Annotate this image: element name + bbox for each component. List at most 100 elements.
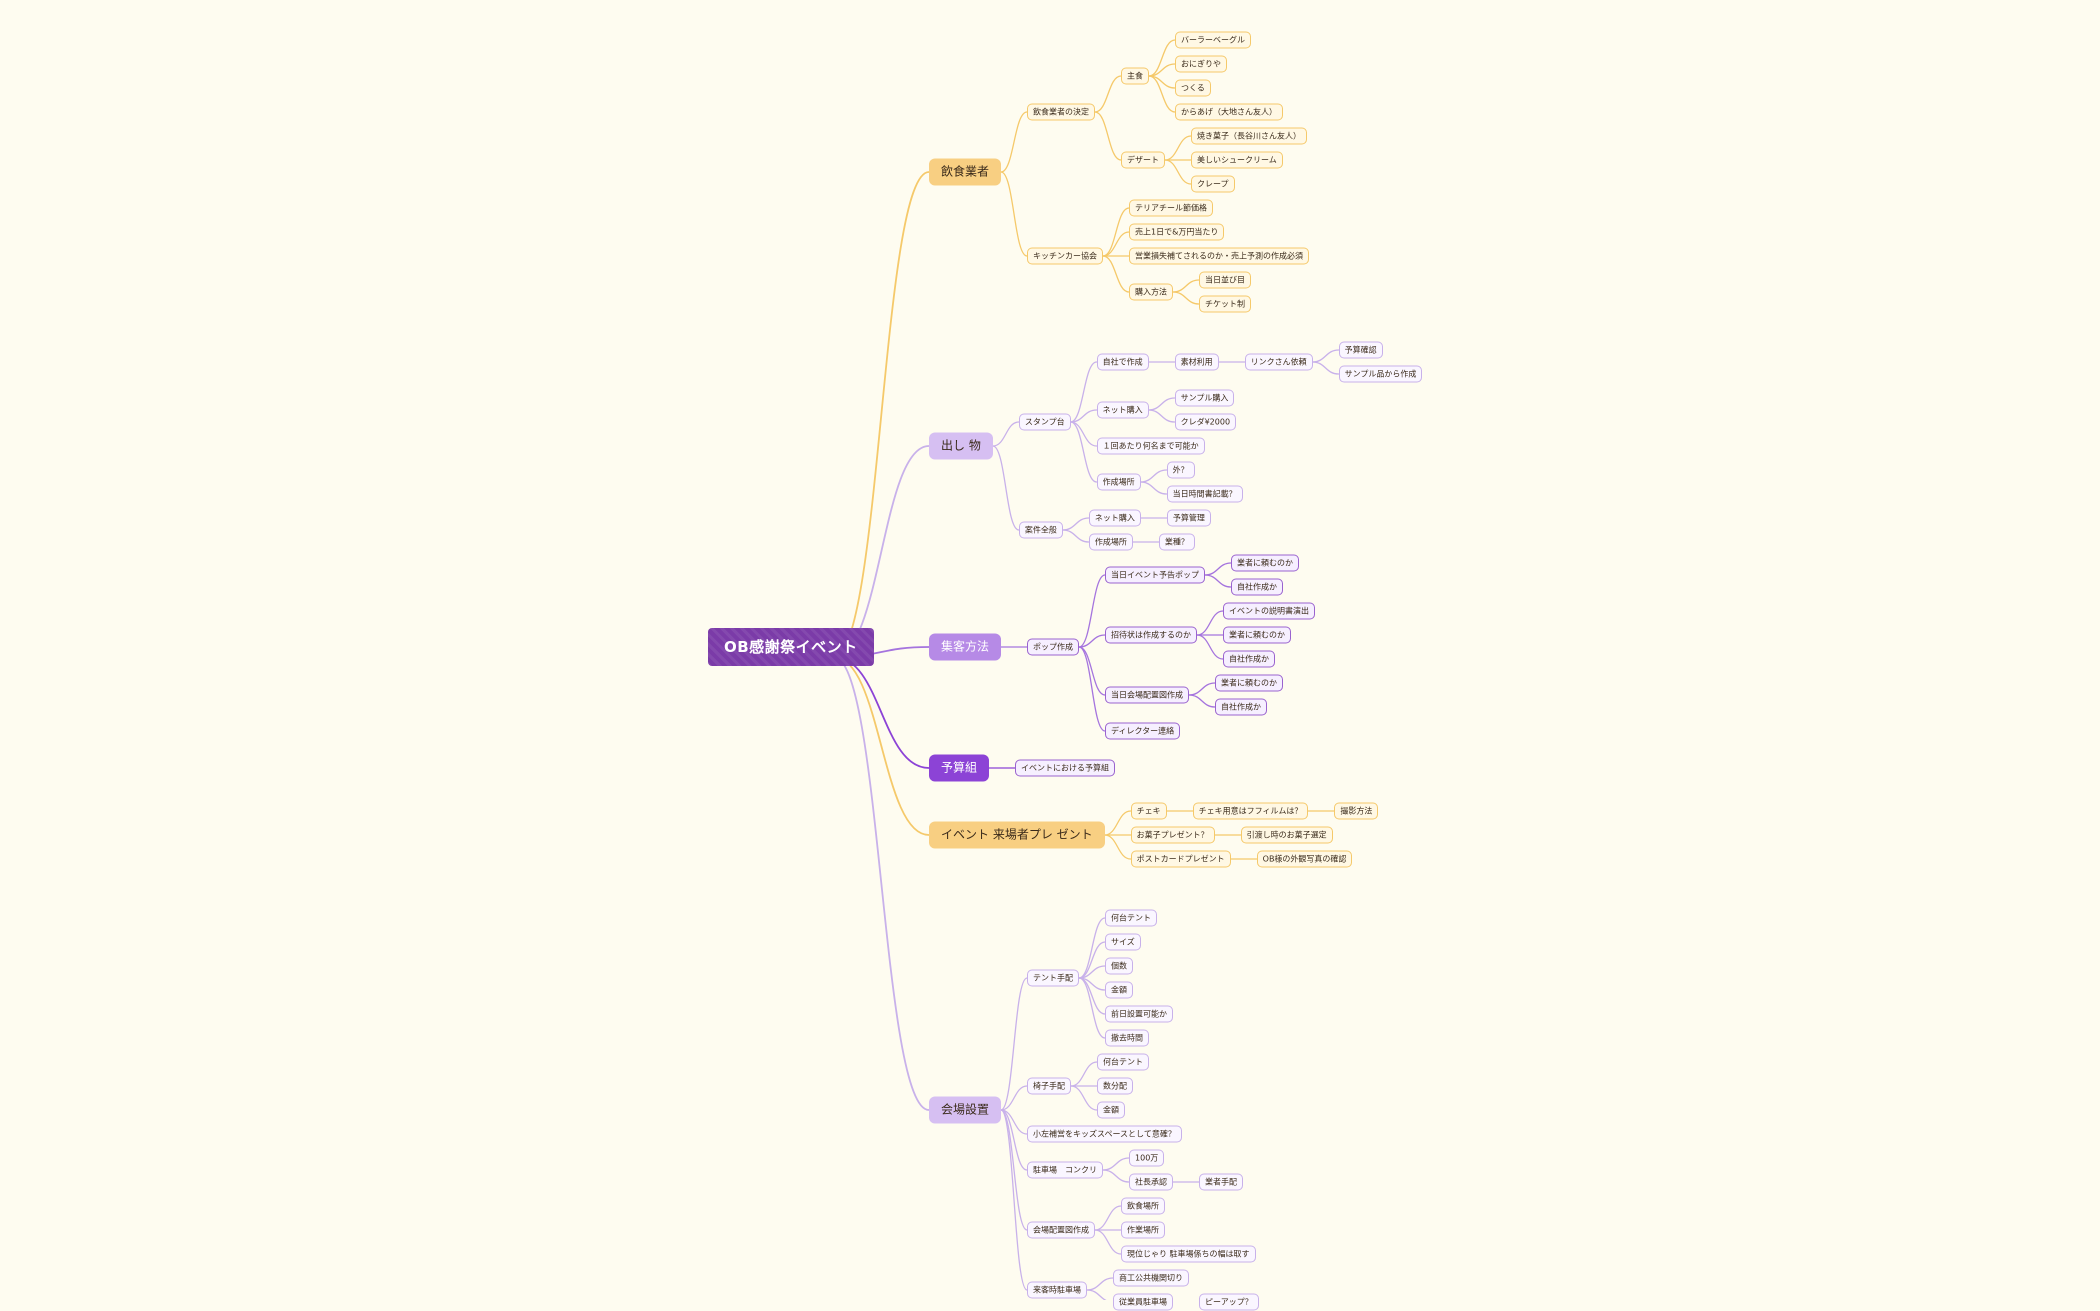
connector: [1078, 646, 1106, 732]
topic-node-4-1-0[interactable]: 引渡し時のお菓子選定: [1240, 826, 1333, 844]
topic-node-5-2[interactable]: 小左補営をキッズスペースとして意確？: [1027, 1125, 1182, 1143]
topic-node-2-0-3[interactable]: ディレクター連絡: [1105, 722, 1181, 740]
topic-node-0-0-1-0[interactable]: 焼き菓子（長谷川さん友人）: [1191, 127, 1308, 145]
topic-node-1-0-3-0[interactable]: 外？: [1166, 461, 1195, 479]
topic-node-1-1-0-0[interactable]: 予算管理: [1166, 509, 1211, 527]
connector: [1078, 941, 1106, 979]
topic-node-1-0-2[interactable]: １回あたり何名まで可能か: [1096, 437, 1205, 455]
topic-node-1-1[interactable]: 案件全般: [1018, 521, 1063, 539]
topic-node-4-2[interactable]: ポストカードプレゼント: [1130, 850, 1231, 868]
topic-node-5-1-0[interactable]: 何台テント: [1097, 1053, 1150, 1071]
topic-node-5-3-0[interactable]: 100万: [1129, 1149, 1165, 1167]
topic-node-0-1[interactable]: キッチンカー協会: [1027, 247, 1104, 265]
main-topic-3[interactable]: 予算組: [929, 754, 990, 782]
topic-node-1-0-1-0[interactable]: サンプル購入: [1174, 389, 1235, 407]
topic-node-0-1-3[interactable]: 購入方法: [1129, 283, 1174, 301]
main-topic-1[interactable]: 出し 物: [929, 432, 993, 460]
topic-node-1-1-0[interactable]: ネット購入: [1088, 509, 1141, 527]
topic-node-2-0-2-0[interactable]: 業者に頼むのか: [1215, 674, 1284, 692]
connector: [1164, 159, 1192, 185]
root-node[interactable]: OB感謝祭イベント: [708, 628, 874, 666]
topic-node-4-0-0-0[interactable]: 撮影方法: [1334, 802, 1379, 820]
topic-node-2-0-0-0[interactable]: 業者に頼むのか: [1231, 554, 1300, 572]
topic-node-0-0-1-1[interactable]: 美しいシュークリーム: [1191, 151, 1283, 169]
topic-node-0-1-1[interactable]: 売上1日で&万円当たり: [1129, 223, 1225, 241]
topic-node-5-4[interactable]: 会場配置図作成: [1027, 1221, 1096, 1239]
topic-node-4-2-0[interactable]: OB様の外観写真の確認: [1256, 850, 1353, 868]
topic-node-2-0-0-1[interactable]: 自社作成か: [1231, 578, 1284, 596]
topic-node-0-0-0-1[interactable]: おにぎりや: [1175, 55, 1228, 73]
connector: [1196, 634, 1224, 660]
topic-node-5-0-3[interactable]: 金額: [1105, 981, 1134, 999]
topic-node-1-0-1[interactable]: ネット購入: [1096, 401, 1149, 419]
topic-node-0-1-3-1[interactable]: チケット制: [1199, 295, 1252, 313]
topic-node-5-1-1[interactable]: 数分配: [1097, 1077, 1134, 1095]
topic-node-5-1-2[interactable]: 金額: [1097, 1101, 1126, 1119]
topic-node-5-0-0[interactable]: 何台テント: [1105, 909, 1158, 927]
topic-node-5-4-1[interactable]: 作業場所: [1121, 1221, 1166, 1239]
topic-node-4-0-0[interactable]: チェキ用意はフフィルムは？: [1192, 802, 1309, 820]
topic-node-2-0-1-0[interactable]: イベントの説明書演出: [1223, 602, 1316, 620]
topic-node-2-0-1-1[interactable]: 業者に頼むのか: [1223, 626, 1292, 644]
main-topic-5[interactable]: 会場設置: [929, 1096, 1002, 1124]
topic-node-5-3[interactable]: 駐車場 コンクリ: [1027, 1161, 1104, 1179]
topic-node-2-0-0[interactable]: 当日イベント予告ポップ: [1105, 566, 1206, 584]
main-topic-2[interactable]: 集客方法: [929, 633, 1002, 661]
topic-node-2-0-1[interactable]: 招待状は作成するのか: [1105, 626, 1198, 644]
topic-node-5-1[interactable]: 椅子手配: [1027, 1077, 1072, 1095]
topic-node-0-0-0[interactable]: 主食: [1121, 67, 1150, 85]
topic-node-0-1-0[interactable]: テリアチール節価格: [1129, 199, 1214, 217]
main-topic-0[interactable]: 飲食業者: [929, 158, 1002, 186]
topic-node-5-5-1[interactable]: 従業員駐車場: [1113, 1293, 1174, 1311]
topic-node-1-0-0[interactable]: 自社で作成: [1096, 353, 1149, 371]
topic-node-0-0-1[interactable]: デザート: [1121, 151, 1166, 169]
connector: [1070, 1061, 1098, 1087]
topic-node-2-0-2[interactable]: 当日会場配置図作成: [1105, 686, 1190, 704]
topic-node-0-0[interactable]: 飲食業者の決定: [1027, 103, 1096, 121]
topic-node-2-0-2-1[interactable]: 自社作成か: [1215, 698, 1268, 716]
connector: [1102, 1157, 1130, 1171]
topic-node-5-0-5[interactable]: 撤去時間: [1105, 1029, 1150, 1047]
topic-node-0-0-0-3[interactable]: からあげ（大地さん友人）: [1175, 103, 1284, 121]
connector: [1172, 291, 1200, 305]
connector: [1000, 1109, 1028, 1171]
topic-node-0-1-2[interactable]: 営業損失補てされるのか・売上予測の作成必須: [1129, 247, 1310, 265]
connector: [1094, 1205, 1122, 1231]
topic-node-1-0-3[interactable]: 作成場所: [1096, 473, 1141, 491]
topic-node-1-0-0-0-0-0[interactable]: 予算確認: [1338, 341, 1383, 359]
topic-node-1-1-1-0[interactable]: 業種？: [1158, 533, 1195, 551]
topic-node-0-0-1-2[interactable]: クレープ: [1191, 175, 1235, 193]
topic-node-5-5-0[interactable]: 商工公共機関切り: [1113, 1269, 1190, 1287]
topic-node-4-1[interactable]: お菓子プレゼント？: [1130, 826, 1215, 844]
topic-node-1-0[interactable]: スタンプ台: [1018, 413, 1071, 431]
topic-node-5-5[interactable]: 来客時駐車場: [1027, 1281, 1088, 1299]
topic-node-1-0-0-0-0-1[interactable]: サンプル品から作成: [1338, 365, 1423, 383]
topic-node-5-3-1-0[interactable]: 業者手配: [1199, 1173, 1244, 1191]
topic-node-3-0[interactable]: イベントにおける予算組: [1015, 759, 1116, 777]
connector: [1094, 75, 1122, 113]
topic-node-2-0[interactable]: ポップ作成: [1027, 638, 1080, 656]
topic-node-0-1-3-0[interactable]: 当日並び目: [1199, 271, 1252, 289]
main-topic-4[interactable]: イベント 来場者プレ ゼント: [929, 821, 1105, 849]
topic-node-1-1-1[interactable]: 作成場所: [1088, 533, 1133, 551]
topic-node-1-0-0-0[interactable]: 素材利用: [1174, 353, 1219, 371]
topic-node-1-0-0-0-0[interactable]: リンクさん依頼: [1244, 353, 1313, 371]
topic-node-1-0-3-1[interactable]: 当日時間書記載？: [1166, 485, 1243, 503]
topic-node-5-0-2[interactable]: 個数: [1105, 957, 1134, 975]
topic-node-2-0-1-2[interactable]: 自社作成か: [1223, 650, 1276, 668]
topic-node-5-4-2[interactable]: 現位じゃり 駐車場係ちの幅は取す: [1121, 1245, 1256, 1263]
connector: [1070, 1085, 1098, 1111]
connector: [1147, 409, 1176, 423]
topic-node-1-0-1-1[interactable]: クレダ¥2000: [1174, 413, 1237, 431]
connector: [1086, 1289, 1107, 1300]
topic-node-5-4-0[interactable]: 飲食場所: [1121, 1197, 1166, 1215]
topic-node-5-5-1-0[interactable]: ピーアップ？: [1199, 1293, 1259, 1311]
topic-node-0-0-0-0[interactable]: バーラーベーグル: [1175, 31, 1252, 49]
connector: [1062, 529, 1090, 543]
topic-node-5-0-1[interactable]: サイズ: [1105, 933, 1141, 951]
topic-node-4-0[interactable]: チェキ: [1130, 802, 1167, 820]
topic-node-0-0-0-2[interactable]: つくる: [1175, 79, 1211, 97]
topic-node-5-3-1[interactable]: 社長承認: [1129, 1173, 1174, 1191]
topic-node-5-0-4[interactable]: 前日設置可能か: [1105, 1005, 1174, 1023]
topic-node-5-0[interactable]: テント手配: [1027, 969, 1080, 987]
